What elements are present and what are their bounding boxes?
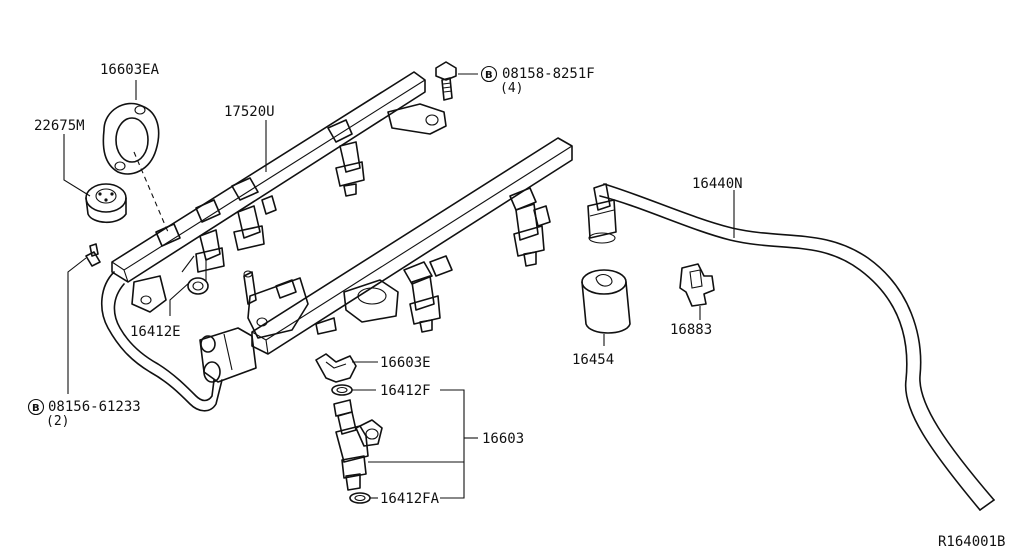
fuel-hose bbox=[587, 183, 995, 511]
label-bolt-top-qty: (4) bbox=[500, 81, 523, 96]
label-bolt-left: 08156-61233 bbox=[48, 399, 141, 415]
label-16412F: 16412F bbox=[380, 383, 431, 399]
injector-bracket bbox=[315, 353, 357, 383]
part-labels: 16603EA 22675M 17520U B 08158-8251F (4) … bbox=[27, 62, 1005, 550]
o-ring-lower bbox=[349, 492, 371, 504]
label-16412FA: 16412FA bbox=[380, 491, 440, 507]
label-bolt-left-qty: (2) bbox=[46, 414, 69, 429]
label-16440N: 16440N bbox=[692, 176, 743, 192]
insulator-tube bbox=[581, 269, 631, 334]
hose-clip bbox=[679, 263, 715, 307]
label-22675M: 22675M bbox=[34, 118, 85, 134]
bolt-symbol-left bbox=[27, 398, 45, 416]
label-bolt-top: 08158-8251F bbox=[502, 66, 595, 82]
upper-fuel-rail bbox=[111, 71, 447, 313]
assembly-line bbox=[133, 151, 169, 233]
exploded-injector bbox=[333, 399, 383, 491]
label-16412E: 16412E bbox=[130, 324, 181, 340]
label-16603: 16603 bbox=[482, 431, 524, 447]
feed-pipe bbox=[100, 271, 223, 412]
top-bolt bbox=[435, 61, 457, 101]
label-16603E: 16603E bbox=[380, 355, 431, 371]
o-ring-upper bbox=[331, 384, 353, 396]
leader-lines bbox=[63, 73, 735, 499]
regulator-plate bbox=[102, 102, 160, 175]
bolt-symbol-left-letter: B bbox=[32, 403, 40, 414]
diagram-reference: R164001B bbox=[938, 534, 1005, 550]
label-16883: 16883 bbox=[670, 322, 712, 338]
lower-fuel-rail bbox=[199, 137, 573, 383]
bolt-symbol-top-letter: B bbox=[485, 70, 493, 81]
pressure-damper bbox=[85, 183, 127, 224]
label-17520U: 17520U bbox=[224, 104, 275, 120]
bolt-symbol-top bbox=[480, 65, 498, 83]
o-ring-regulator bbox=[187, 277, 209, 295]
label-16603EA: 16603EA bbox=[100, 62, 160, 78]
label-16454: 16454 bbox=[572, 352, 614, 368]
small-screw bbox=[85, 243, 101, 267]
